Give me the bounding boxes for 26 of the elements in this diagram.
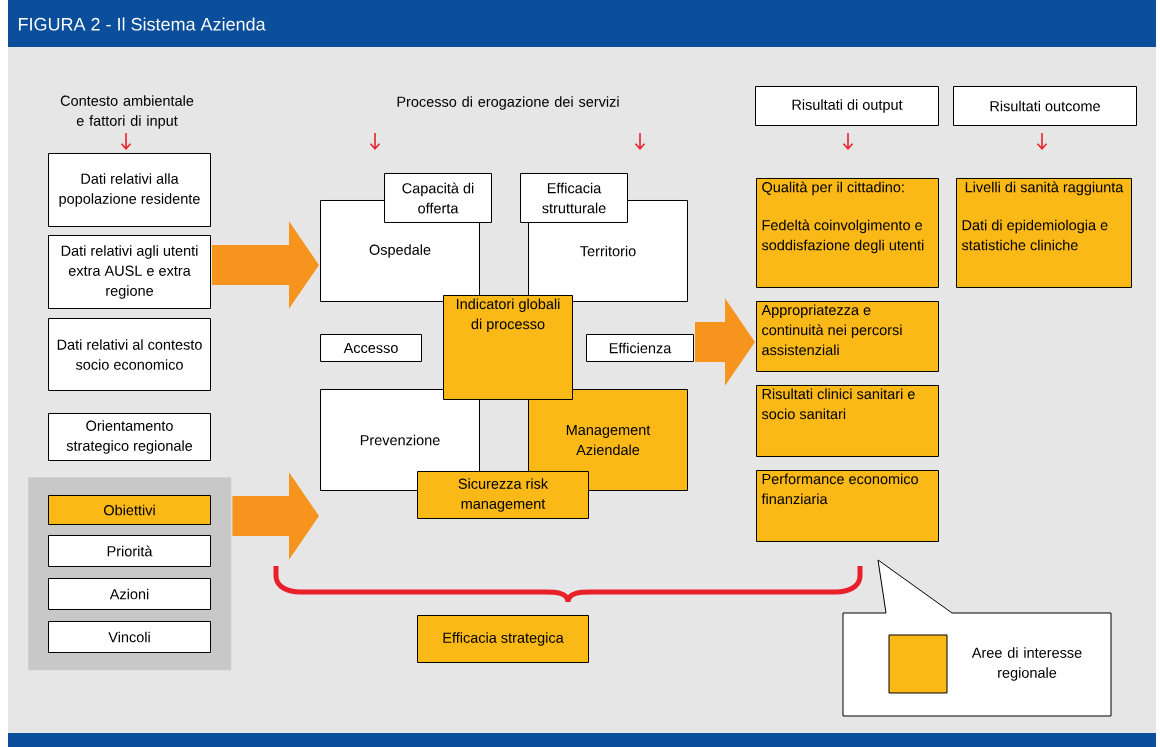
result-box: Livelli di sanità raggiunta Dati di epidemiologia e statistiche cliniche (956, 178, 1132, 288)
result-box: Performance economico finanziaria (756, 470, 939, 542)
process-box: Capacità di offerta (384, 173, 492, 223)
title: FIGURA 2 - Il Sistema Azienda (19, 17, 266, 31)
column-heading: Contesto ambientale e fattori di input (60, 95, 194, 129)
input-box: Dati relativi al contesto socio economico (48, 318, 211, 391)
item-box: Azioni (48, 578, 211, 610)
heading-box: Risultati outcome (953, 86, 1137, 126)
input-box: Dati relativi alla popolazione residente (48, 153, 211, 227)
process-box: Efficacia strutturale (520, 173, 628, 223)
result-box: Efficacia strategica (417, 615, 589, 663)
item-box: Vincoli (48, 621, 211, 653)
item-box: Obiettivi (48, 495, 211, 525)
result-box: Appropriatezza e continuità nei percorsi assistenziali (756, 301, 939, 372)
item-box: Priorità (48, 535, 211, 567)
result-box: Qualità per il cittadino: Fedeltà coinvolgimento e soddisfazione degli utenti (756, 178, 939, 288)
input-box: Orientamento strategico regionale (48, 413, 211, 461)
input-box: Dati relativi agli utenti extra AUSL e extra regione (48, 235, 211, 309)
column-heading: Processo di erogazione dei servizi (397, 96, 619, 110)
process-box: Indicatori globali di processo (443, 295, 573, 400)
process-box: Accesso (320, 334, 422, 362)
process-box: Efficienza (586, 334, 694, 362)
legend-label: Aree di interesse regionale (971, 647, 1082, 681)
heading-box: Risultati di output (755, 86, 939, 126)
result-box: Risultati clinici sanitari e socio sanitari (756, 385, 939, 457)
process-box: Sicurezza risk management (417, 471, 589, 519)
